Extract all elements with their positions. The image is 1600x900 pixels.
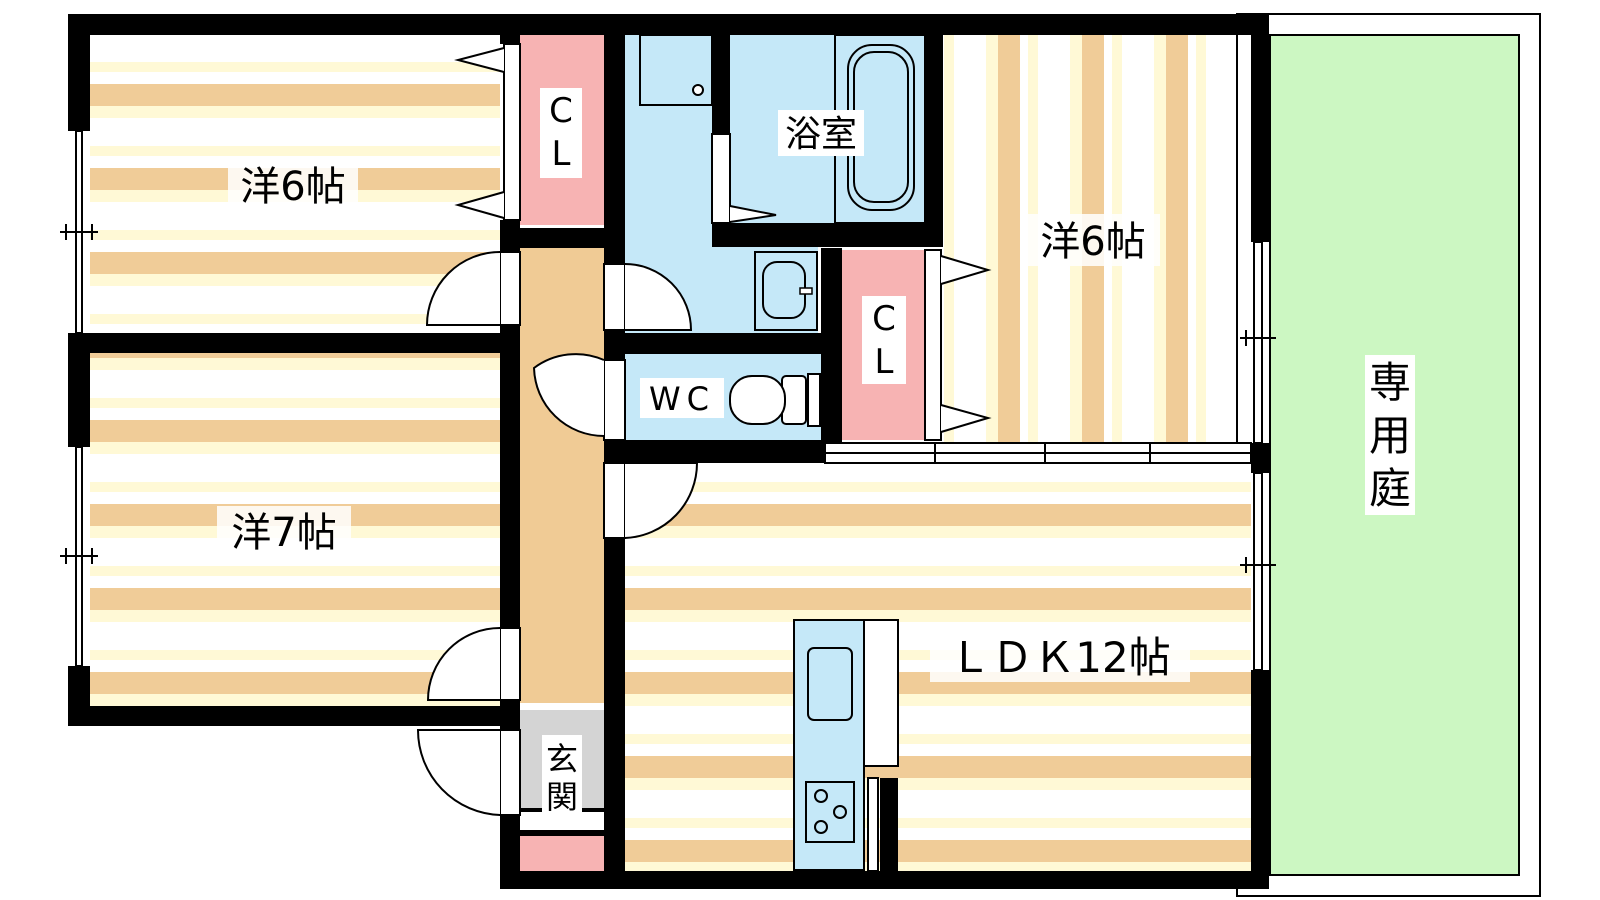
door-ldk[interactable] [603, 462, 699, 539]
folding-door-right-2 [940, 404, 992, 433]
door-bath[interactable] [711, 133, 777, 224]
door-washroom[interactable] [603, 263, 693, 331]
folding-door-left-1 [454, 47, 505, 73]
stove-burner-icon [833, 805, 847, 819]
window-right-top [1253, 241, 1263, 444]
wall-hall-wc [604, 333, 825, 354]
closet-right-label-l: L [875, 342, 894, 382]
bathtub-icon [834, 34, 926, 224]
kitchen-counter [793, 619, 899, 872]
wall-w6-closet [500, 14, 520, 44]
garden-label-1: 専 [1369, 358, 1411, 407]
room-label-ldk: ＬＤＫ12帖 [949, 633, 1170, 682]
closet-left-label-l: L [552, 134, 571, 174]
wall-w7-hall-bottom [500, 700, 520, 730]
wall-top [68, 14, 1269, 35]
washing-machine-area [639, 34, 713, 106]
wall-right-c [1251, 670, 1269, 889]
room-label-western-6-left: 洋6帖 [240, 164, 345, 210]
window-right-bottom [1253, 472, 1263, 671]
wall-bath-right [925, 14, 943, 247]
wall-bottom [500, 871, 1269, 889]
wall-bath-left [712, 14, 730, 134]
wall-w6-w7 [68, 333, 520, 353]
door-w6-left[interactable] [425, 251, 521, 326]
stove-burner-icon [814, 820, 828, 834]
wall-left-top [68, 14, 90, 131]
stove-burner-icon [814, 789, 828, 803]
hallway-floor [520, 248, 604, 703]
wall-bottom-left [68, 706, 520, 726]
entrance-step [520, 836, 604, 871]
wall-entrance-right [604, 710, 625, 720]
wall-bath-bottom [712, 223, 942, 247]
entrance-label-1: 玄 [546, 740, 578, 778]
room-label-western-7: 洋7帖 [231, 510, 336, 556]
room-label-bath: 浴室 [785, 114, 857, 155]
garden-label-2: 用 [1369, 411, 1411, 460]
folding-door-right-1 [940, 255, 992, 285]
door-wc[interactable] [532, 353, 626, 441]
door-w7[interactable] [426, 627, 521, 701]
sink-icon [754, 251, 818, 331]
garden-label-3: 庭 [1369, 464, 1411, 513]
wall-entrance-line2 [504, 830, 604, 836]
door-entrance[interactable] [416, 729, 521, 816]
folding-door-left-2 [454, 191, 505, 219]
room-label-western-6-right: 洋6帖 [1040, 219, 1145, 265]
wall-left-mid [68, 333, 90, 447]
wall-closet-bottom [500, 228, 625, 248]
drain-icon [692, 84, 704, 96]
wall-right-a [1251, 14, 1269, 242]
toilet-icon [729, 373, 821, 427]
room-label-wc: WC [649, 380, 715, 418]
wall-closet-right-left [821, 248, 842, 463]
closet-right-label-c: C [872, 299, 896, 339]
closet-right-door-frame [924, 249, 942, 441]
closet-left-door-frame [503, 43, 521, 221]
entrance-label-2: 関 [546, 778, 578, 816]
wall-wc-bottom [604, 440, 836, 463]
wall-w7-hall-top [500, 333, 520, 628]
wall-entrance-left [500, 815, 520, 889]
wall-hall-right-top [604, 14, 625, 264]
closet-left-label-c: C [549, 91, 573, 131]
